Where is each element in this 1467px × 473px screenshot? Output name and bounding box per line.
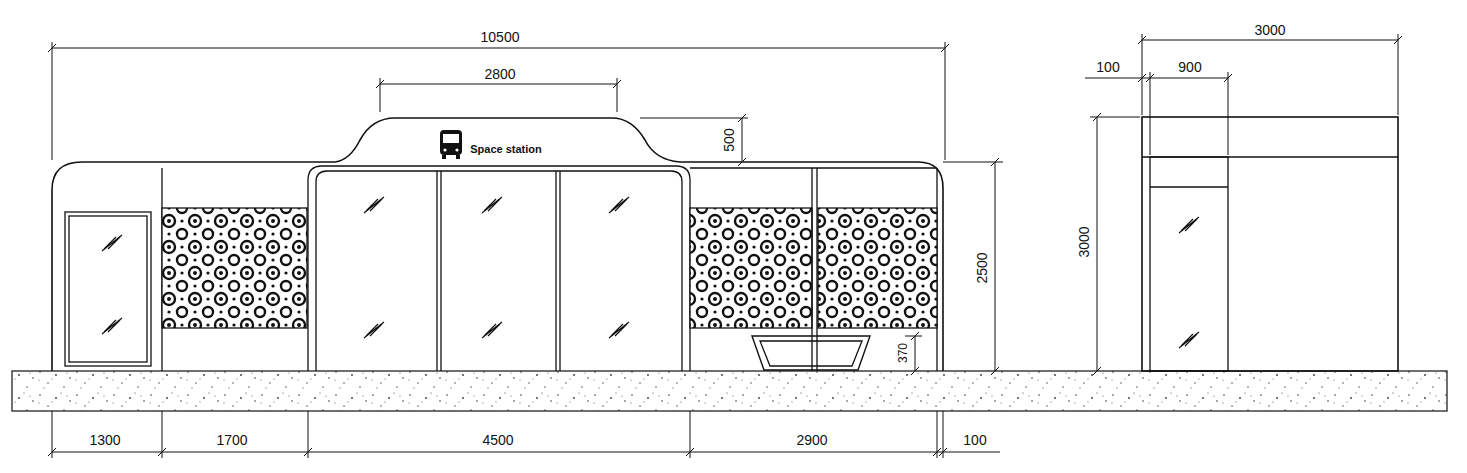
dimension-label: 3000 (1254, 23, 1285, 37)
dimension-label: 2500 (975, 252, 989, 283)
dimension-label: 2800 (484, 67, 515, 81)
dimension-label: 4500 (482, 433, 513, 447)
dimension-label: 3000 (1077, 226, 1091, 257)
dimension-label: 100 (1096, 60, 1119, 74)
dimension-label: 10500 (481, 30, 520, 44)
dimension-label: 1700 (216, 433, 247, 447)
dimension-label: 500 (722, 128, 736, 151)
dimension-label: 900 (1178, 60, 1201, 74)
dimension-label: 1300 (89, 433, 120, 447)
dimension-label: 370 (897, 343, 909, 363)
dimension-label: 2900 (796, 433, 827, 447)
sign-text: Space station (470, 144, 542, 155)
dimension-label: 100 (963, 433, 986, 447)
